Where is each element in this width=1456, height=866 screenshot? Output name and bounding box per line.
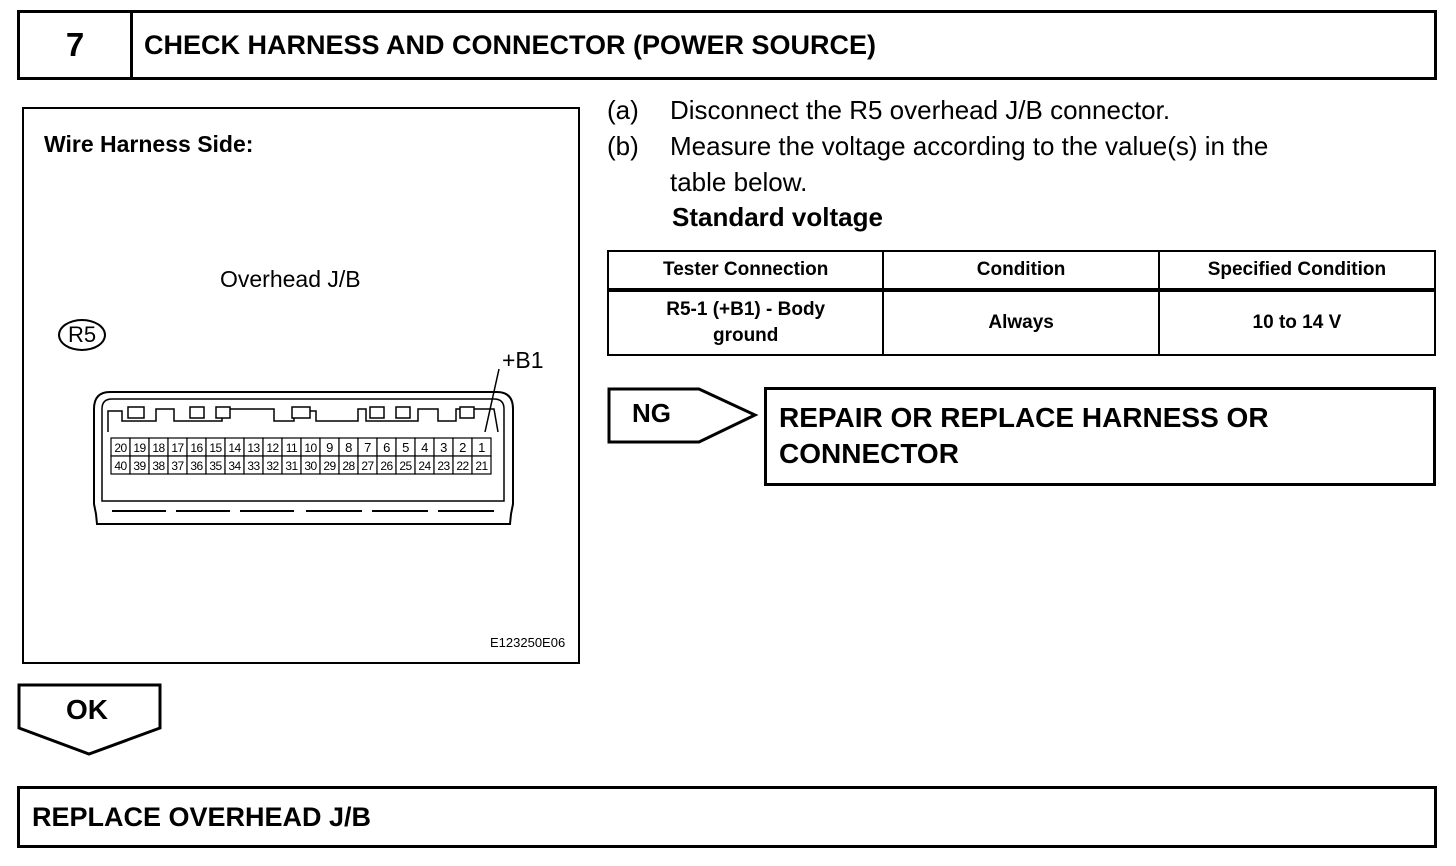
pin-number: 19 bbox=[133, 441, 146, 455]
pin-number: 15 bbox=[209, 441, 222, 455]
ng-arrow-shape bbox=[607, 387, 759, 444]
header-tester-connection: Tester Connection bbox=[606, 250, 885, 292]
pin-number: 10 bbox=[304, 441, 317, 455]
pin-number: 13 bbox=[247, 441, 260, 455]
pin-number: 32 bbox=[266, 459, 279, 473]
pin-number: 30 bbox=[304, 459, 317, 473]
instruction-a-label: (a) bbox=[607, 95, 639, 125]
pin-number: 26 bbox=[380, 459, 393, 473]
ok-result-box: REPLACE OVERHEAD J/B bbox=[17, 786, 1437, 848]
connector-code-badge: R5 bbox=[58, 319, 107, 351]
pin-number: 33 bbox=[247, 459, 260, 473]
instruction-a-text: Disconnect the R5 overhead J/B connector… bbox=[670, 95, 1171, 125]
header-specified-condition: Specified Condition bbox=[1157, 250, 1437, 292]
table-row: R5-1 (+B1) - Body ground Always 10 to 14… bbox=[606, 289, 1437, 356]
cell-tester-connection-text: R5-1 (+B1) - Body ground bbox=[666, 299, 826, 346]
pin-number: 17 bbox=[171, 441, 184, 455]
pin-number: 23 bbox=[437, 459, 450, 473]
pin-number: 34 bbox=[228, 459, 241, 473]
pin-number: 7 bbox=[364, 440, 371, 455]
pin-number: 8 bbox=[345, 440, 352, 455]
spec-table: Tester Connection Condition Specified Co… bbox=[606, 250, 1437, 356]
pin-number: 40 bbox=[114, 459, 127, 473]
connector-name: Overhead J/B bbox=[220, 266, 361, 292]
pin-number: 27 bbox=[361, 459, 374, 473]
cell-specified-condition: 10 to 14 V bbox=[1157, 289, 1437, 356]
table-header-row: Tester Connection Condition Specified Co… bbox=[606, 250, 1437, 292]
pin-cell bbox=[471, 455, 492, 475]
header-condition: Condition bbox=[882, 250, 1160, 292]
pin-number: 3 bbox=[440, 440, 447, 455]
pin-number: 24 bbox=[418, 459, 431, 473]
instruction-a: (a) Disconnect the R5 overhead J/B conne… bbox=[607, 92, 1437, 128]
pin-number: 11 bbox=[286, 441, 298, 455]
pin-number: 2 bbox=[459, 440, 466, 455]
step-header: 7 CHECK HARNESS AND CONNECTOR (POWER SOU… bbox=[17, 10, 1437, 80]
pin-number: 39 bbox=[133, 459, 146, 473]
ng-result-box: REPAIR OR REPLACE HARNESS OR CONNECTOR bbox=[764, 387, 1436, 486]
connector-inner-outline bbox=[101, 398, 505, 502]
pin-number: 1 bbox=[478, 440, 485, 455]
pin-number: 4 bbox=[421, 440, 428, 455]
pin-number: 25 bbox=[399, 459, 412, 473]
pin-number: 28 bbox=[342, 459, 355, 473]
instruction-b-label: (b) bbox=[607, 131, 639, 161]
pin-number: 18 bbox=[152, 441, 165, 455]
ok-arrow-shape bbox=[17, 683, 162, 756]
pin-number: 38 bbox=[152, 459, 165, 473]
ng-result-text: REPAIR OR REPLACE HARNESS OR CONNECTOR bbox=[779, 400, 1269, 472]
instruction-b-text-line2: table below. bbox=[670, 167, 808, 197]
connector-lock-windows bbox=[127, 406, 475, 419]
pin-number: 29 bbox=[323, 459, 336, 473]
instruction-b: (b) Measure the voltage according to the… bbox=[607, 128, 1437, 200]
step-number: 7 bbox=[20, 13, 133, 77]
pin-number: 31 bbox=[285, 459, 298, 473]
pin-number: 20 bbox=[114, 441, 127, 455]
figure-title: Wire Harness Side: bbox=[44, 131, 254, 157]
ng-result-line1: REPAIR OR REPLACE HARNESS OR bbox=[779, 402, 1269, 433]
pin-number: 21 bbox=[475, 459, 488, 473]
cell-tester-connection: R5-1 (+B1) - Body ground bbox=[606, 289, 885, 356]
pin-number: 12 bbox=[266, 441, 279, 455]
pin-number: 22 bbox=[456, 459, 469, 473]
ng-result-line2: CONNECTOR bbox=[779, 438, 959, 469]
standard-voltage-label: Standard voltage bbox=[672, 202, 883, 232]
ok-result-text: REPLACE OVERHEAD J/B bbox=[32, 801, 372, 832]
pin-number: 9 bbox=[326, 440, 333, 455]
figure-id: E123250E06 bbox=[490, 635, 566, 650]
step-title: CHECK HARNESS AND CONNECTOR (POWER SOURC… bbox=[144, 29, 877, 60]
pin-number: 6 bbox=[383, 440, 390, 455]
pin-number: 37 bbox=[171, 459, 184, 473]
pin-callout-label: +B1 bbox=[502, 347, 544, 373]
pin-number: 16 bbox=[190, 441, 203, 455]
pin-number: 35 bbox=[209, 459, 222, 473]
ok-label: OK bbox=[66, 694, 108, 725]
pin-number: 14 bbox=[228, 441, 241, 455]
cell-condition: Always bbox=[882, 289, 1160, 356]
pin-callout-leader bbox=[484, 368, 500, 433]
ng-label: NG bbox=[632, 398, 671, 428]
pin-number: 36 bbox=[190, 459, 203, 473]
pin-number: 5 bbox=[402, 440, 409, 455]
instruction-b-text-line1: Measure the voltage according to the val… bbox=[670, 131, 1269, 161]
